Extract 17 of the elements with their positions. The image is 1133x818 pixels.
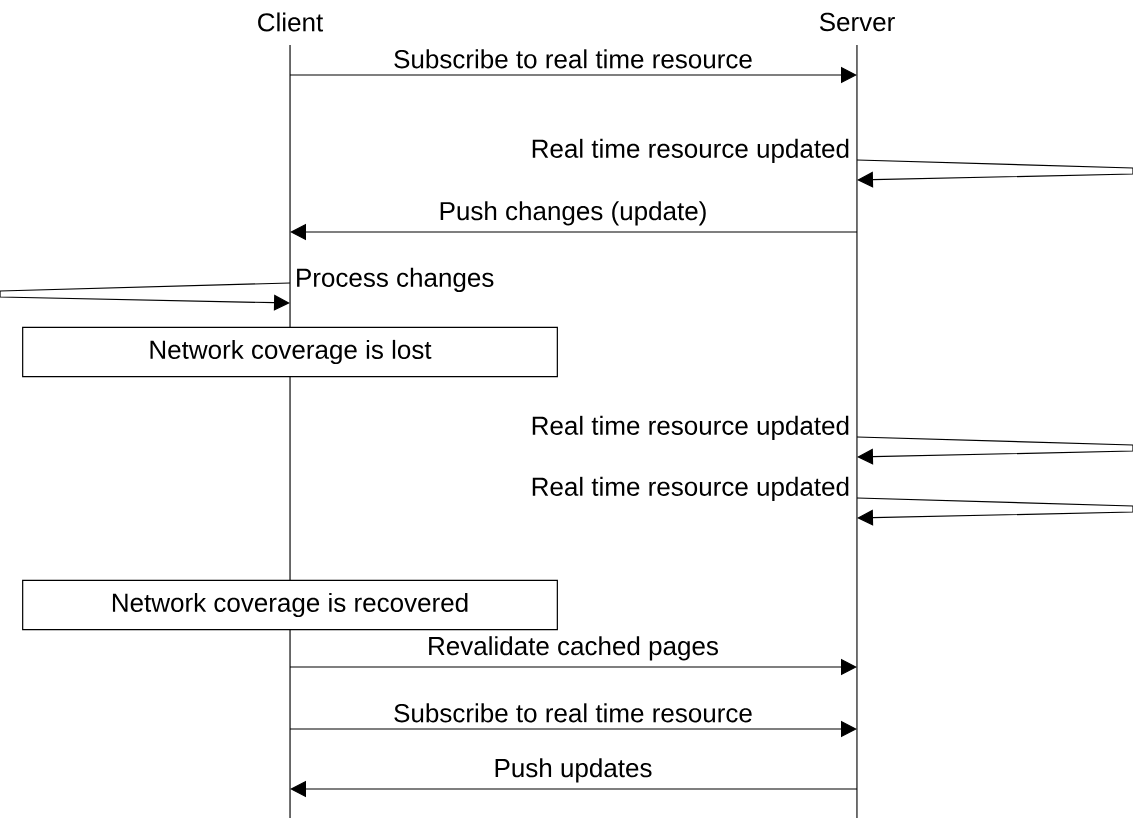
self-message-arrow	[856, 497, 1133, 526]
note-box: Network coverage is recovered	[22, 579, 558, 631]
message-label: Subscribe to real time resource	[394, 49, 752, 69]
self-message-arrow	[856, 436, 1133, 465]
self-message-arrow	[0, 282, 291, 311]
message-label: Subscribe to real time resource	[394, 703, 752, 723]
message-label: Real time resource updated	[532, 415, 849, 441]
self-message-arrow	[856, 159, 1133, 188]
note-box: Network coverage is lost	[22, 326, 558, 378]
message-label: Push updates	[495, 758, 652, 783]
participant-label: Client	[258, 12, 323, 32]
message-label: Push changes (update)	[440, 201, 706, 226]
message-label: Revalidate cached pages	[429, 636, 718, 661]
message-label: Real time resource updated	[532, 138, 849, 164]
message-label: Real time resource updated	[532, 476, 849, 502]
participant-label: Server	[819, 12, 895, 32]
message-label: Process changes	[297, 267, 494, 293]
